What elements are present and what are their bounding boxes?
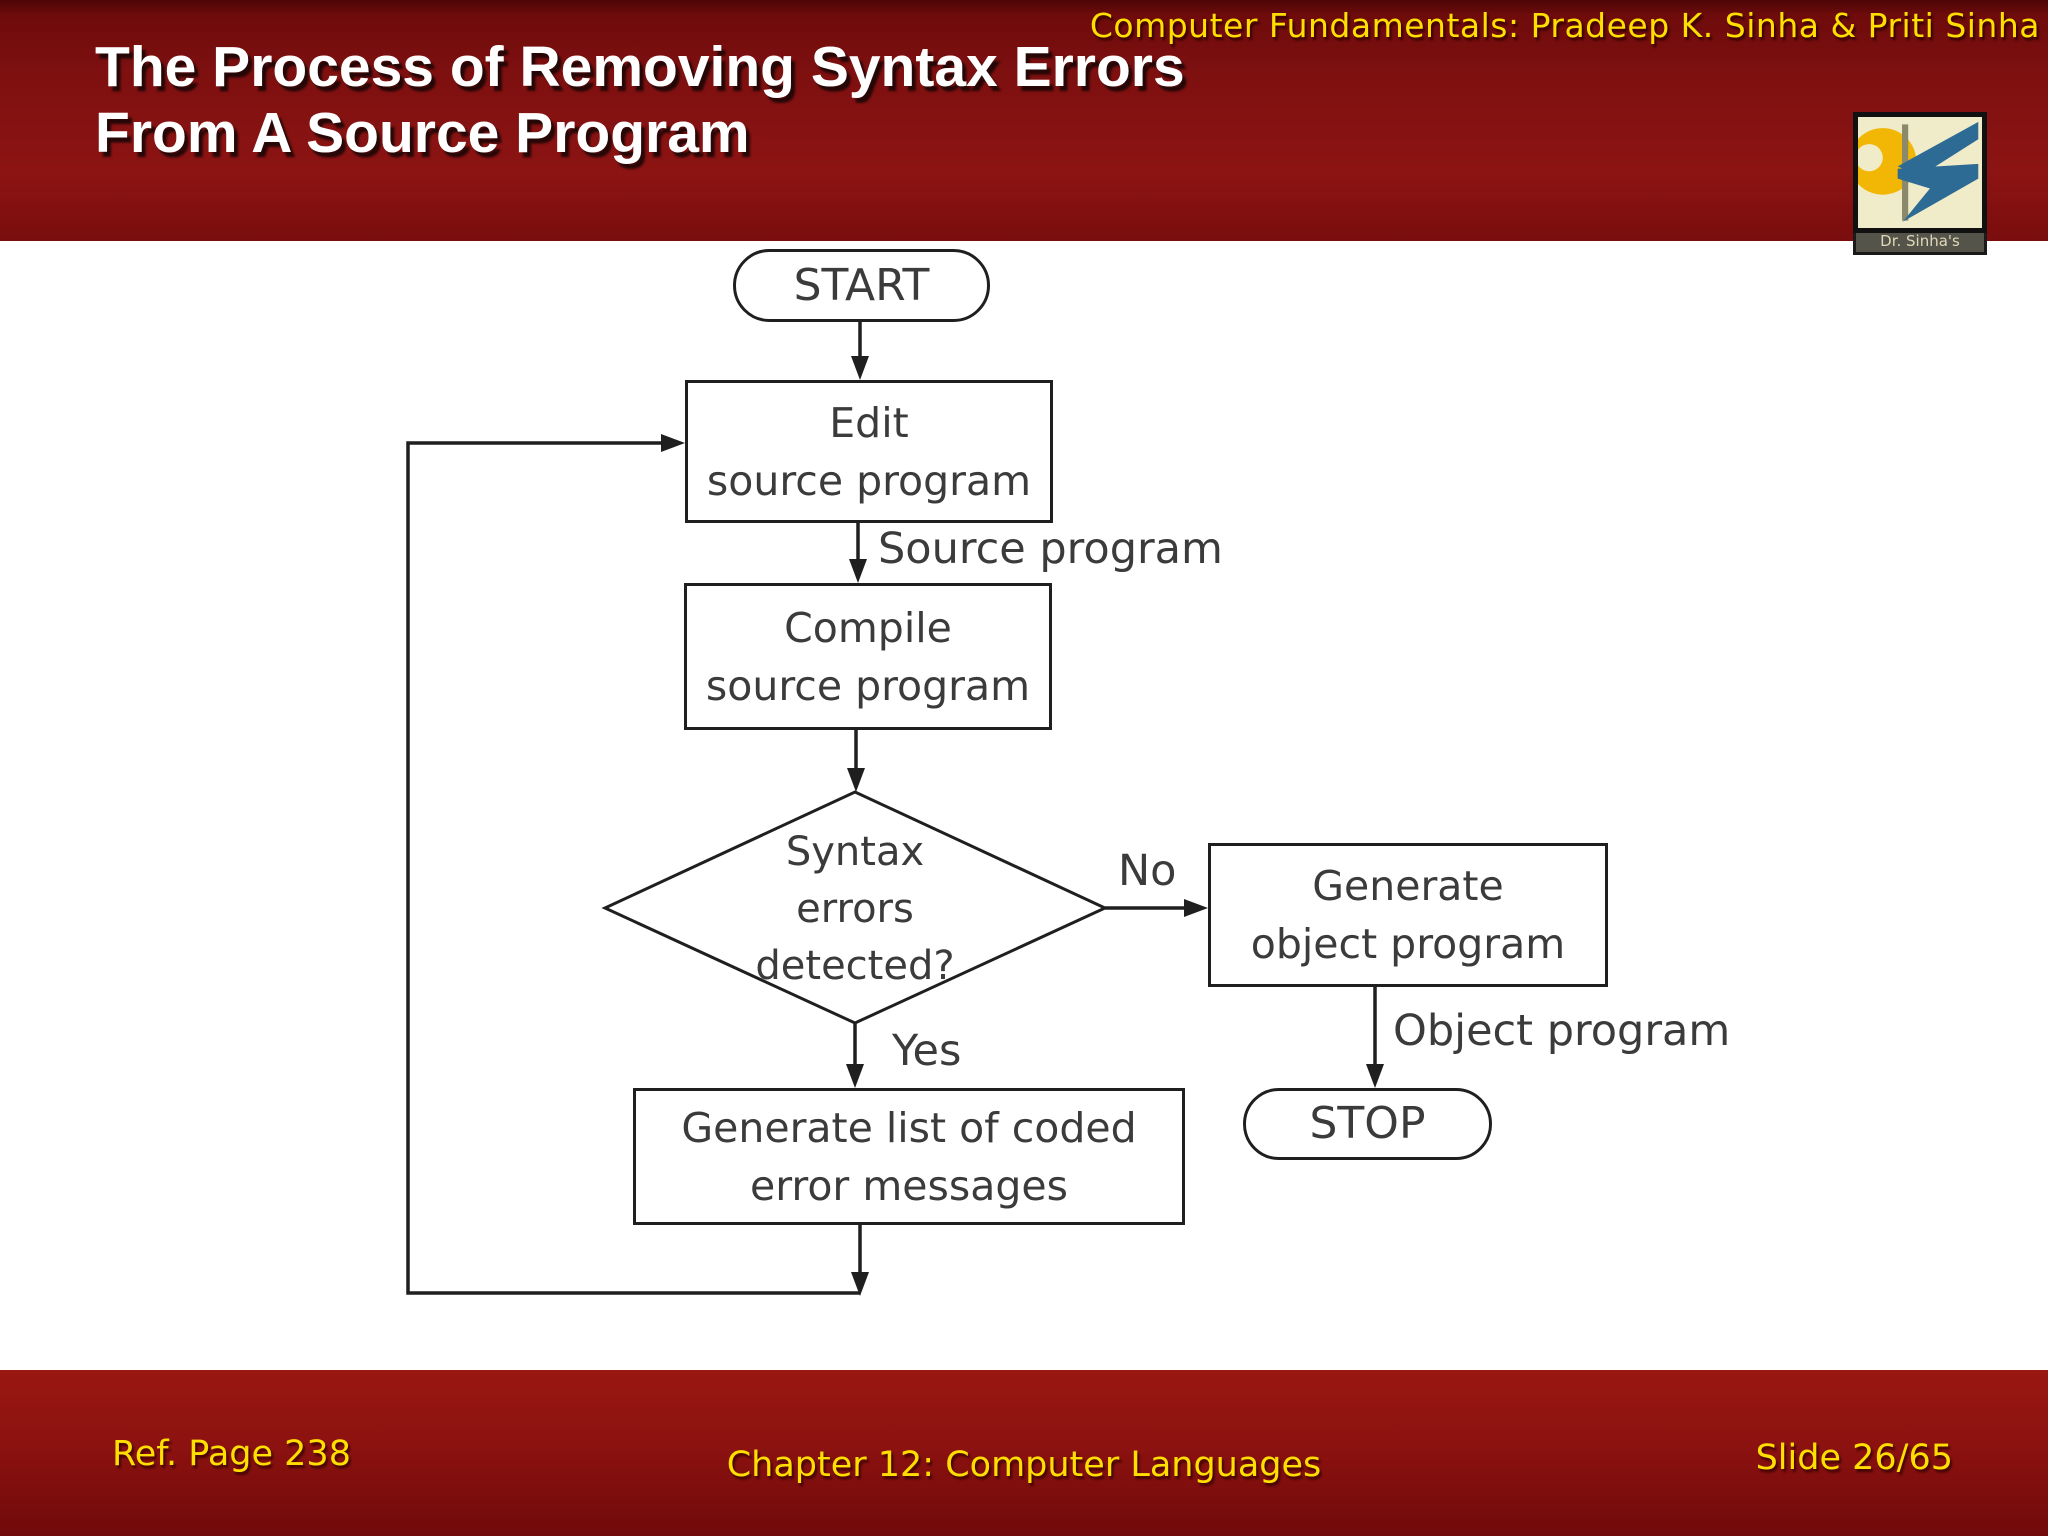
header-band xyxy=(0,0,2048,241)
edge-label-object-program: Object program xyxy=(1393,1006,1731,1056)
flow-node-compile-source-program: Compile source program xyxy=(684,583,1052,730)
arrowhead-into-decision xyxy=(847,768,865,792)
flow-node-generate-error-list: Generate list of coded error messages xyxy=(633,1088,1185,1225)
footer-band xyxy=(0,1370,2048,1536)
arrowhead-loop-into-edit xyxy=(661,434,685,452)
flow-node-generate-object-program: Generate object program xyxy=(1208,843,1608,987)
arrowhead-into-generr xyxy=(846,1064,864,1088)
page-title: The Process of Removing Syntax Errors Fr… xyxy=(95,35,1185,165)
logo-graphic-icon xyxy=(1858,117,1982,228)
logo-caption: Dr. Sinha's xyxy=(1853,233,1987,255)
footer-chapter: Chapter 12: Computer Languages xyxy=(726,1445,1322,1485)
arrowhead-into-edit-top xyxy=(851,356,869,380)
flow-node-stop: STOP xyxy=(1243,1088,1492,1160)
arrowhead-loop-junction xyxy=(851,1272,869,1296)
arrowhead-into-stop xyxy=(1366,1064,1384,1088)
footer-slide-number: Slide 26/65 xyxy=(1755,1438,1953,1478)
arrowhead-into-genobj xyxy=(1184,899,1208,917)
publisher-logo: Dr. Sinha's xyxy=(1853,112,1987,255)
flow-node-decision-label: Syntax errors detected? xyxy=(755,829,955,989)
arrowhead-into-compile xyxy=(849,559,867,583)
edge-label-no: No xyxy=(1118,846,1177,896)
edge-label-source-program: Source program xyxy=(878,524,1223,574)
flow-node-start: START xyxy=(733,249,990,322)
footer-ref-page: Ref. Page 238 xyxy=(112,1434,351,1474)
flow-node-edit-source-program: Edit source program xyxy=(685,380,1053,523)
edge-label-yes: Yes xyxy=(892,1026,962,1076)
course-title: Computer Fundamentals: Pradeep K. Sinha … xyxy=(1089,6,2040,45)
publisher-logo-image xyxy=(1853,112,1987,233)
